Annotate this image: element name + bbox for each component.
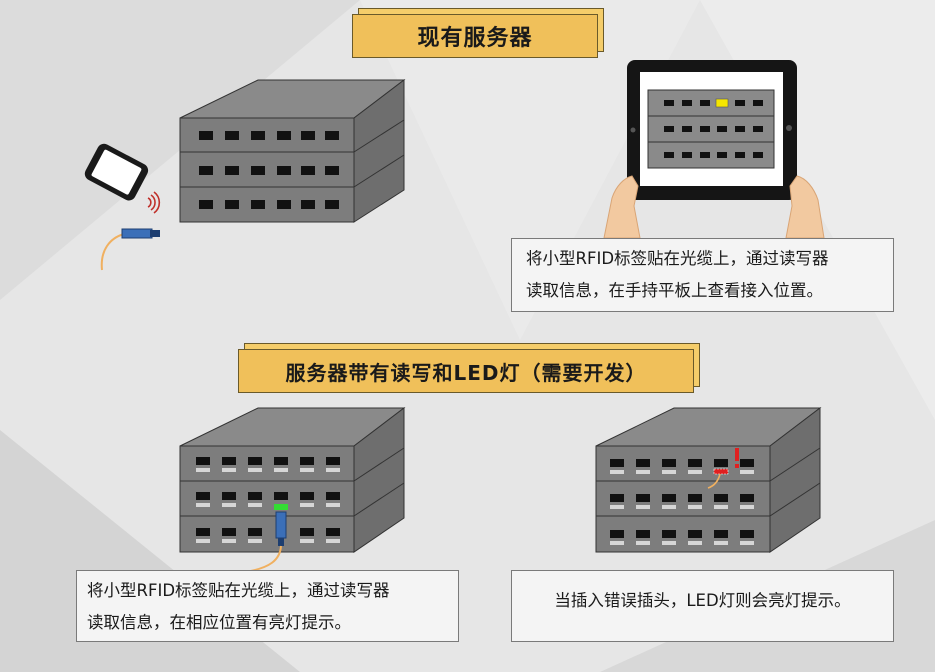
banner-existing-servers: 现有服务器 [352,8,604,58]
highlighted-port [715,98,729,108]
server-stack-led [179,406,406,573]
caption-tablet: 将小型RFID标签贴在光缆上，通过读写器 读取信息，在手持平板上查看接入位置。 [511,238,894,312]
tablet-icon [627,60,797,200]
caption-line: 将小型RFID标签贴在光缆上，通过读写器 [526,249,829,268]
banner-led-servers: 服务器带有读写和LED灯（需要开发） [238,343,700,393]
alert-icon [735,448,739,468]
caption-led: 将小型RFID标签贴在光缆上，通过读写器 读取信息，在相应位置有亮灯提示。 [76,570,459,642]
rfid-signal-icon [147,191,161,214]
caption-line: 将小型RFID标签贴在光缆上，通过读写器 [87,581,390,600]
smartphone-icon [84,143,149,201]
caption-error: 当插入错误插头，LED灯则会亮灯提示。 [511,570,894,642]
server-stack-error [595,406,822,553]
fiber-cable-icon [100,228,160,271]
caption-line: 读取信息，在手持平板上查看接入位置。 [526,281,823,300]
caption-line: 当插入错误插头，LED灯则会亮灯提示。 [554,591,851,610]
hand-icon [603,175,825,239]
led-indicator [274,504,288,510]
error-led [713,468,729,475]
banner-title: 现有服务器 [352,14,598,58]
caption-line: 读取信息，在相应位置有亮灯提示。 [87,613,351,632]
banner-title: 服务器带有读写和LED灯（需要开发） [238,349,694,393]
server-stack-top-left [179,78,406,223]
